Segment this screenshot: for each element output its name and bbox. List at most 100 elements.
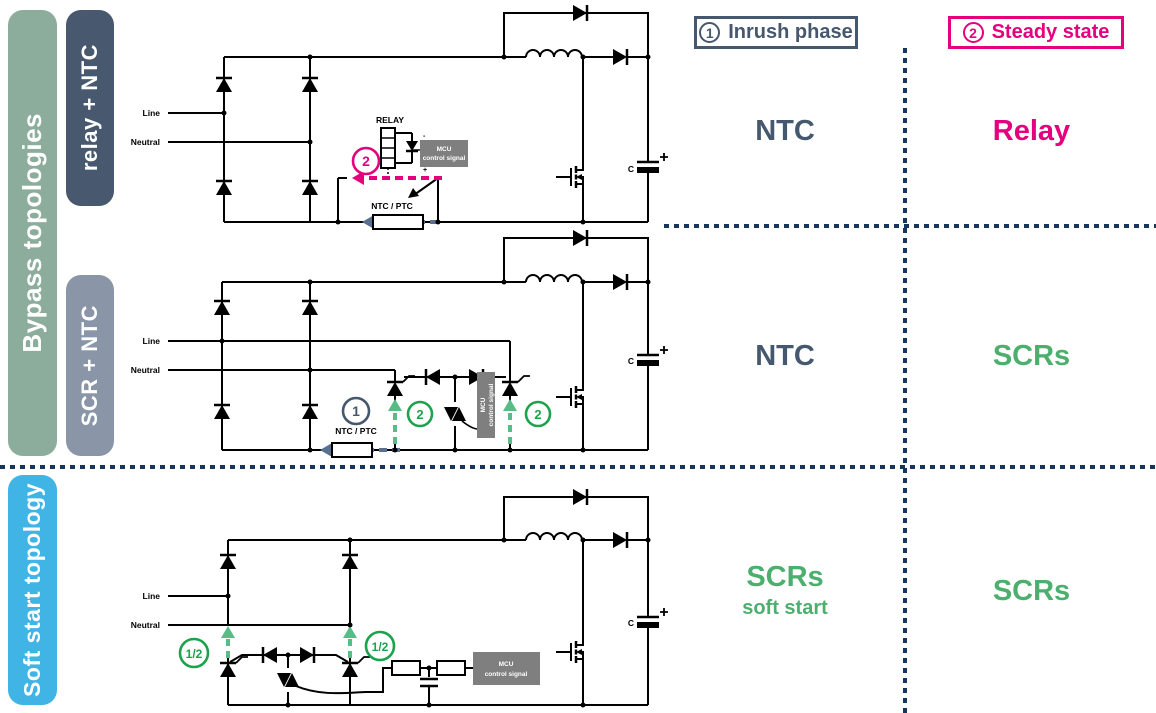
relay-minus-label: - bbox=[423, 133, 426, 140]
column-separator-dotted bbox=[903, 48, 907, 713]
steady-label: Steady state bbox=[991, 21, 1110, 43]
mcu-control-box: MCU control signal bbox=[477, 372, 495, 438]
boost-diode-symbol bbox=[611, 47, 629, 67]
line-label: Line bbox=[143, 108, 161, 118]
row2-separator-dotted bbox=[0, 465, 1156, 469]
inductor-symbol bbox=[525, 532, 583, 541]
bridge-diode-symbol bbox=[300, 179, 320, 197]
bypass-diode-symbol bbox=[571, 487, 589, 507]
svg-text:2: 2 bbox=[416, 407, 423, 422]
sidebar-bypass-topologies: Bypass topologies bbox=[8, 10, 57, 456]
mcu-control-box: MCU control signal bbox=[413, 140, 468, 167]
ntc-resistor bbox=[331, 442, 373, 458]
steady-current-arrow bbox=[352, 171, 442, 185]
capacitor-label: C bbox=[628, 618, 634, 628]
gate-resistor bbox=[436, 660, 466, 676]
trigger-diode-symbol bbox=[298, 645, 316, 665]
circuit-scr-ntc-diagram: C MCU control signal bbox=[131, 228, 670, 458]
bridge-diode-symbol bbox=[212, 403, 232, 421]
sidebar-scr-ntc: SCR + NTC bbox=[66, 275, 114, 456]
sidebar-soft-start-label: Soft start topology bbox=[19, 483, 45, 697]
legend-inrush-phase: 1 Inrush phase bbox=[694, 16, 858, 49]
junction-dots bbox=[219, 279, 651, 453]
bridge-diode-symbol bbox=[214, 179, 234, 197]
bridge-diode-symbol bbox=[300, 76, 320, 94]
neutral-label: Neutral bbox=[131, 137, 160, 147]
inductor-symbol bbox=[525, 49, 583, 58]
svg-text:2: 2 bbox=[362, 153, 370, 169]
both-phase-current-arrow bbox=[221, 626, 357, 658]
mosfet-symbol bbox=[554, 634, 585, 670]
sidebar-soft-start: Soft start topology bbox=[8, 475, 57, 705]
sidebar-bypass-label: Bypass topologies bbox=[17, 113, 47, 353]
result-soft-start-inrush: SCRs soft start bbox=[665, 561, 905, 619]
neutral-label: Neutral bbox=[131, 620, 160, 630]
boost-diode-symbol bbox=[611, 272, 629, 292]
bridge-diode-symbol bbox=[300, 403, 320, 421]
svg-text:1/2: 1/2 bbox=[186, 647, 203, 661]
inrush-label: Inrush phase bbox=[728, 21, 853, 43]
bridge-diode-symbol bbox=[214, 76, 234, 94]
capacitor-symbol bbox=[635, 151, 670, 175]
mosfet-symbol bbox=[554, 379, 585, 415]
relay-symbol: - + bbox=[380, 127, 439, 198]
bridge-diode-symbol bbox=[212, 299, 232, 317]
relay-label: RELAY bbox=[376, 115, 404, 125]
svg-text:1/2: 1/2 bbox=[372, 640, 389, 654]
steady-number-icon: 2 bbox=[962, 22, 984, 43]
circuit-relay-ntc-diagram: C - + RELAY MCU control signal bbox=[131, 3, 670, 230]
svg-text:control signal: control signal bbox=[488, 384, 495, 427]
bypass-diode-symbol bbox=[571, 3, 589, 23]
svg-text:2: 2 bbox=[534, 407, 541, 422]
inrush-number-icon: 1 bbox=[699, 22, 721, 43]
steady-current-arrow bbox=[388, 399, 517, 444]
triac-symbol bbox=[277, 673, 299, 687]
relay-switch-lever bbox=[413, 177, 439, 196]
result-relay-ntc-steady: Relay bbox=[992, 115, 1071, 147]
phase-badge-both: 1/2 1/2 bbox=[178, 630, 396, 669]
capacitor-symbol bbox=[635, 344, 670, 368]
neutral-label: Neutral bbox=[131, 365, 160, 375]
bridge-diode-symbol bbox=[300, 299, 320, 317]
inductor-symbol bbox=[525, 274, 583, 283]
result-relay-ntc-inrush: NTC bbox=[755, 115, 815, 147]
circuit-soft-start-diagram: C MCU control signal bbox=[131, 487, 670, 708]
boost-diode-symbol bbox=[611, 530, 629, 550]
result-soft-start-steady: SCRs bbox=[992, 575, 1071, 607]
capacitor-symbol bbox=[635, 606, 670, 630]
relay-plus-label: + bbox=[423, 167, 427, 174]
bypass-diode-symbol bbox=[571, 228, 589, 248]
circuits-svg: C - + RELAY MCU control signal bbox=[131, 3, 670, 708]
trigger-diode-symbol bbox=[261, 645, 279, 665]
ntc-ptc-label: NTC / PTC bbox=[371, 201, 413, 211]
capacitor-label: C bbox=[628, 356, 634, 366]
svg-text:1: 1 bbox=[352, 403, 360, 419]
svg-text:MCU: MCU bbox=[437, 146, 452, 153]
phase-badge-steady: 2 bbox=[351, 146, 381, 176]
gate-capacitor-symbol bbox=[420, 677, 438, 688]
bridge-diode-symbol bbox=[218, 553, 238, 571]
junction-dots bbox=[221, 54, 651, 225]
svg-text:MCU: MCU bbox=[499, 661, 514, 668]
result-soft-start-inrush-sub: soft start bbox=[742, 596, 828, 619]
trigger-diode-symbol bbox=[424, 367, 442, 387]
sidebar-scr-ntc-label: SCR + NTC bbox=[77, 304, 102, 427]
ntc-resistor bbox=[372, 214, 424, 230]
phase-badge-steady: 2 2 bbox=[406, 400, 552, 428]
phase-badge-inrush: 1 bbox=[341, 396, 371, 426]
ntc-ptc-label: NTC / PTC bbox=[335, 426, 377, 436]
scr-symbol bbox=[385, 374, 417, 398]
capacitor-label: C bbox=[628, 164, 634, 174]
legend-steady-state: 2 Steady state bbox=[948, 16, 1124, 49]
junction-dots bbox=[225, 537, 651, 708]
row1-separator-dotted bbox=[664, 224, 1156, 228]
mcu-control-box: MCU control signal bbox=[473, 652, 540, 685]
result-soft-start-inrush-main: SCRs bbox=[746, 561, 824, 593]
scr-symbol bbox=[500, 374, 532, 398]
result-scr-ntc-steady: SCRs bbox=[992, 340, 1071, 372]
bridge-diode-symbol bbox=[340, 553, 360, 571]
sidebar-relay-ntc-label: relay + NTC bbox=[77, 44, 102, 172]
line-label: Line bbox=[143, 336, 161, 346]
triac-symbol bbox=[444, 407, 466, 421]
